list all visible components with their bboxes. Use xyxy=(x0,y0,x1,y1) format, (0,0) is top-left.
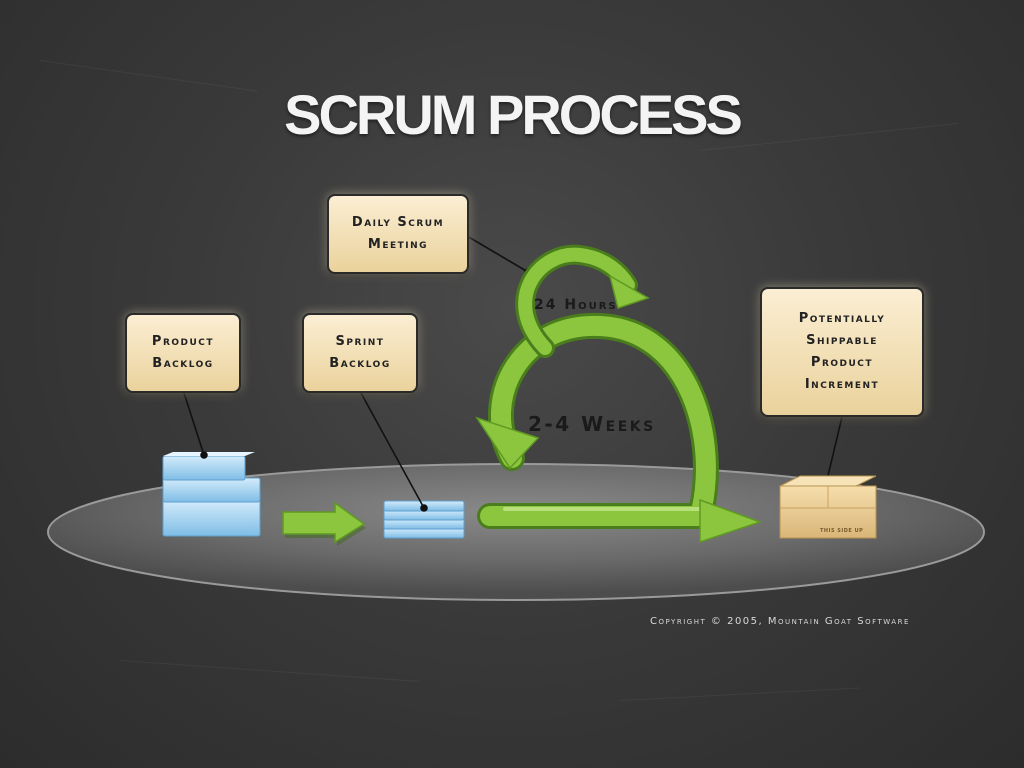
connector-line xyxy=(466,235,529,273)
callout-product-backlog: Product Backlog xyxy=(125,313,241,393)
daily-loop-arrowhead xyxy=(608,274,650,309)
callout-line: Backlog xyxy=(329,356,391,371)
daily-cycle-arrow xyxy=(515,244,638,358)
connector-line xyxy=(360,392,425,509)
connector-line xyxy=(825,416,843,485)
callout-line: Product xyxy=(810,355,874,370)
cardboard-box-icon xyxy=(779,475,877,539)
callout-line: Meeting xyxy=(367,237,429,252)
sprint-arrowhead xyxy=(699,498,763,544)
daily-cycle-label: 24 Hours xyxy=(534,297,618,313)
connector-line xyxy=(183,392,205,456)
copyright-notice: Copyright © 2005, Mountain Goat Software xyxy=(650,616,910,627)
callout-line: Backlog xyxy=(152,356,214,371)
callout-line: Product xyxy=(151,334,215,349)
sprint-backlog-stack-icon xyxy=(383,500,465,539)
callout-sprint-backlog: Sprint Backlog xyxy=(302,313,418,393)
callout-daily-scrum: Daily Scrum Meeting xyxy=(327,194,469,274)
callout-increment: Potentially Shippable Product Increment xyxy=(760,287,924,417)
sprint-cycle-label: 2-4 Weeks xyxy=(528,412,656,436)
box-label: THIS SIDE UP xyxy=(820,528,864,534)
callout-line: Potentially xyxy=(798,311,886,326)
callout-line: Sprint xyxy=(335,334,385,349)
callout-line: Increment xyxy=(804,377,880,392)
callout-line: Shippable xyxy=(806,333,878,348)
page-title: SCRUM PROCESS xyxy=(284,83,743,146)
product-backlog-stack-icon xyxy=(162,452,261,537)
sprint-cycle-arrow xyxy=(477,312,719,529)
callout-line: Daily Scrum xyxy=(351,215,445,230)
green-arrow-icon xyxy=(282,501,366,546)
sprint-loop-arrowhead xyxy=(475,416,540,470)
